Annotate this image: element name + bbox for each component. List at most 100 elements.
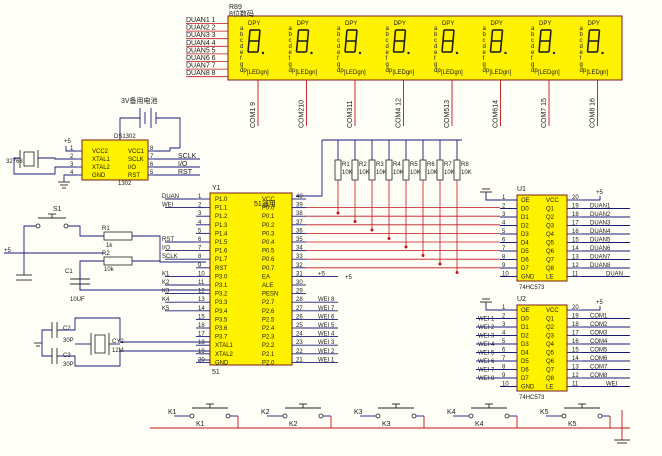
digit-sub-label: [LEDgn] — [393, 70, 415, 76]
reset-r2-value: 10k — [104, 267, 115, 273]
latch-pin-num: 15 — [572, 238, 579, 244]
digit-com-label: COM614 — [493, 100, 500, 128]
mcu-pin-name: P3.3 — [215, 300, 228, 306]
segment-e — [247, 40, 250, 53]
mcu-pin-name: P2.6 — [262, 309, 275, 315]
mcu-pin-name: P2.5 — [262, 317, 275, 323]
rtc-ref: DS1302 — [114, 134, 136, 140]
latch-pin-num: 1 — [502, 195, 506, 201]
pullup-ref: R3 — [376, 162, 384, 168]
segment-c — [596, 40, 600, 53]
rtc-pin-name: VCC2 — [92, 149, 109, 155]
segment-dp — [407, 51, 410, 55]
segment-e — [441, 40, 444, 53]
mcu-pin-num: 24 — [296, 332, 303, 338]
latch-pin-num: 9 — [502, 373, 506, 379]
segment-letter: e — [531, 50, 535, 56]
segment-b — [549, 29, 552, 42]
latch-pin-name: LE — [546, 385, 553, 391]
latch-output-label: COM4 — [590, 339, 608, 345]
segment-c — [548, 40, 551, 53]
segment-b — [355, 29, 358, 42]
mcu-pin-name: P0.1 — [262, 214, 275, 220]
mcu-pin-num: 13 — [198, 297, 205, 303]
pullup-value: 10K — [393, 170, 404, 176]
reset-r1-ref: R1 — [102, 226, 110, 232]
duan-input-label: DUAN4 4 — [186, 40, 216, 47]
segment-letter: d — [240, 44, 243, 50]
latch-supply: +5 — [596, 300, 604, 306]
segment-c — [354, 40, 357, 53]
digit-sub-label: [LEDgn] — [441, 70, 463, 76]
segment-letter: a — [531, 26, 535, 32]
latch-pin-name: D7 — [521, 266, 529, 272]
segment-letter: dp — [240, 68, 247, 74]
digit-com-label: COM7 15 — [541, 98, 548, 128]
latch-pin-name: Q3 — [546, 334, 555, 340]
latch-output-label: DUAN5 — [590, 238, 611, 244]
mcu-pin-num: 4 — [198, 220, 202, 226]
segment-f — [393, 29, 397, 42]
segment-f — [296, 29, 300, 42]
segment-letter: f — [434, 56, 436, 62]
mcu-pin-name: P0.6 — [262, 257, 275, 263]
rtc-signal-label: RST — [178, 169, 193, 176]
latch-pin-name: D7 — [521, 376, 529, 382]
duan-input-label: DUAN5 5 — [186, 47, 216, 54]
segment-b — [452, 29, 455, 42]
latch-pin-num: 19 — [572, 314, 579, 320]
mcu-pin-name: P1.5 — [215, 240, 228, 246]
latch-pin-name: Q3 — [546, 224, 555, 230]
rtc-part: 1302 — [118, 181, 132, 187]
latch-pin-name: D4 — [521, 241, 529, 247]
pullup-ref: R4 — [393, 162, 401, 168]
latch-pin-num: 11 — [572, 272, 579, 278]
digit-com-label: COM311 — [347, 100, 354, 128]
key-net-label: K2 — [261, 409, 270, 416]
segment-b — [403, 29, 407, 42]
segment-letter: g — [434, 62, 437, 68]
segment-letter: g — [240, 62, 243, 68]
latch-pin-name: Q6 — [546, 249, 555, 255]
segment-letter: d — [483, 44, 486, 50]
mcu-part: 51 — [212, 369, 220, 376]
clock-c2-value: 30P — [63, 338, 74, 344]
latch-pin-name: Q4 — [546, 232, 555, 238]
mcu-pin-num: 6 — [198, 237, 202, 243]
crystal-value: 32768 — [6, 159, 23, 165]
latch-output-label: DUAN7 — [590, 255, 611, 261]
mcu-pin-name: XTAL1 — [215, 343, 234, 349]
segment-letter: b — [434, 32, 438, 38]
mcu-pin-num: 19 — [198, 349, 205, 355]
mcu-net-label: RST — [162, 237, 174, 243]
rtc-pin-name: SCLK — [128, 157, 144, 163]
latch-pin-name: D6 — [521, 368, 529, 374]
segment-letter: a — [240, 26, 244, 32]
latch-pin-num: 4 — [502, 331, 506, 337]
segment-f — [345, 29, 348, 42]
mcu-net-label: WEI 1 — [318, 357, 335, 363]
latch-pin-num: 14 — [572, 246, 579, 252]
mcu-body — [209, 192, 293, 366]
segment-letter: d — [386, 44, 389, 50]
reset-r2-ref: R2 — [102, 251, 110, 257]
battery-label: 3V备用电池 — [121, 96, 158, 105]
latch-pin-name: D5 — [521, 249, 529, 255]
mcu-pin-name: P0.3 — [262, 231, 275, 237]
latch-output-label: COM3 — [590, 331, 608, 337]
latch-input-label: WEI 5 — [478, 351, 495, 357]
mcu-net-label: DUAN — [162, 194, 179, 200]
mcu-pin-num: 38 — [296, 211, 303, 217]
rtc-supply: +5 — [64, 139, 72, 145]
segment-letter: b — [289, 32, 293, 38]
display-body — [227, 15, 623, 81]
latch-pin-num: 13 — [572, 255, 579, 261]
reset-cap-ref: C1 — [65, 269, 73, 275]
segment-b — [306, 29, 310, 42]
key-ref: K1 — [196, 421, 205, 428]
mcu-pin-name: P1.3 — [215, 223, 228, 229]
